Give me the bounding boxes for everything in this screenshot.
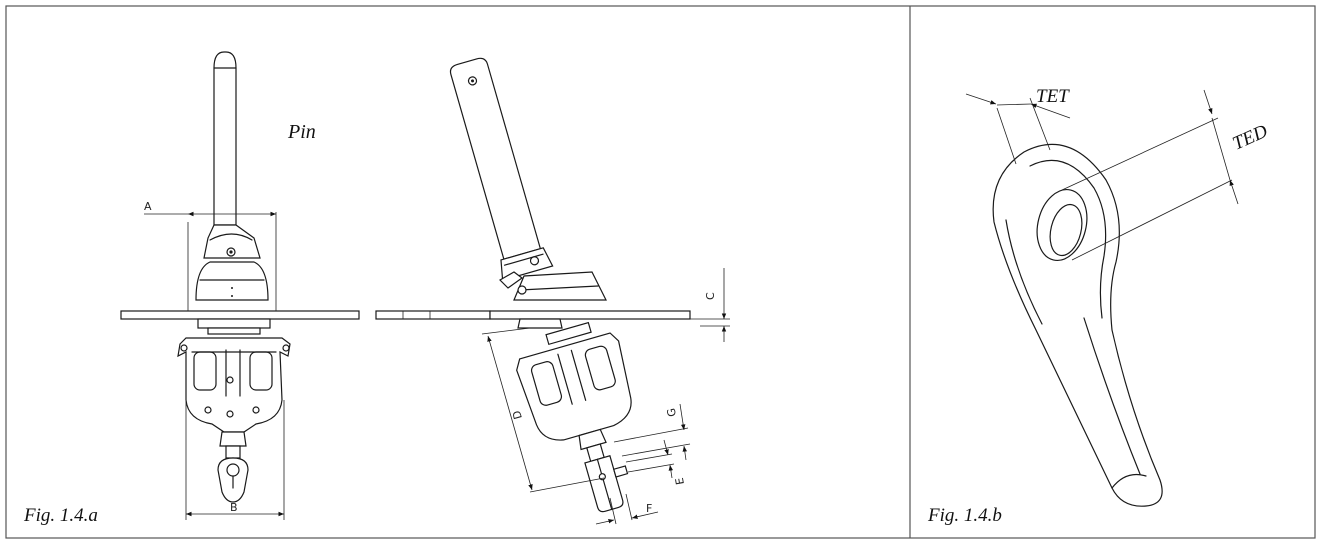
dimension-b: B bbox=[185, 400, 285, 520]
tet-label: TET bbox=[1036, 86, 1070, 107]
dim-a-label: A bbox=[144, 200, 152, 213]
fig-a-front-view bbox=[120, 51, 360, 503]
dimension-c: C bbox=[690, 268, 730, 342]
dimension-f: F bbox=[595, 493, 659, 525]
dim-d-label: D bbox=[510, 409, 525, 421]
fig-b-caption: Fig. 1.4.b bbox=[927, 505, 1002, 526]
dim-e-label: E bbox=[673, 477, 687, 486]
dimension-g: G bbox=[613, 403, 691, 461]
dim-f-label: F bbox=[646, 502, 652, 515]
ted-label: TED bbox=[1229, 121, 1271, 155]
dimension-d: D bbox=[481, 327, 605, 493]
fig-a-side-view bbox=[375, 57, 691, 513]
dimension-a: A bbox=[144, 200, 277, 311]
dimension-e: E bbox=[625, 439, 687, 486]
fig-b-eye-terminal bbox=[992, 143, 1163, 507]
dim-b-label: B bbox=[230, 501, 238, 514]
dim-c-label: C bbox=[704, 292, 717, 300]
fig-a-caption: Fig. 1.4.a bbox=[23, 505, 98, 526]
outer-border bbox=[5, 5, 1316, 539]
dim-g-label: G bbox=[665, 407, 679, 418]
pin-label: Pin bbox=[287, 121, 316, 143]
dimension-tet: TET bbox=[965, 86, 1070, 165]
